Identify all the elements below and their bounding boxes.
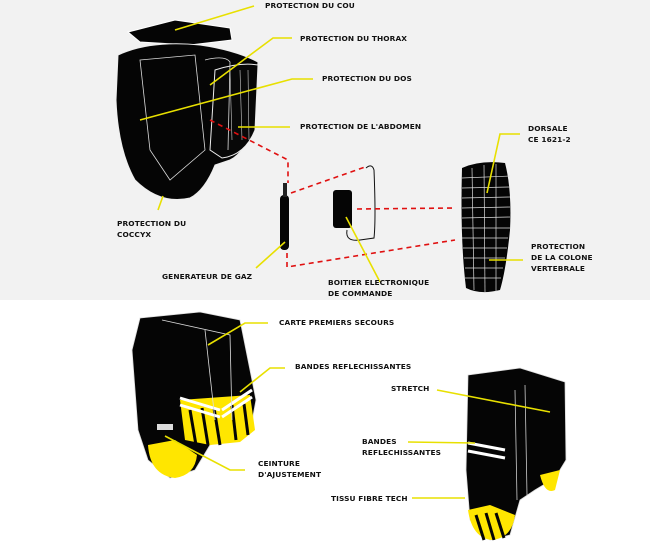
label-reflective-back-1: BANDES — [362, 437, 397, 446]
label-reflective-back-2: REFLECHISSANTES — [362, 448, 442, 457]
label-spine-3: VERTEBRALE — [531, 264, 586, 273]
inflated-airbag-illustration — [115, 19, 259, 200]
label-coccyx-2: COCCYX — [117, 230, 152, 239]
top-panel-background — [0, 0, 650, 300]
label-control-box-1: BOITIER ELECTRONIQUE — [328, 278, 430, 287]
label-spine-1: PROTECTION — [531, 242, 586, 251]
label-back-protection: PROTECTION DU DOS — [322, 74, 412, 83]
leader-lines — [139, 5, 551, 499]
label-coccyx-1: PROTECTION DU — [117, 219, 187, 228]
label-belt-1: CEINTURE — [258, 459, 300, 468]
gas-generator-illustration — [280, 183, 289, 250]
label-stretch: STRETCH — [391, 384, 430, 393]
label-first-aid-card: CARTE PREMIERS SECOURS — [279, 318, 395, 327]
label-belt-2: D'AJUSTEMENT — [258, 470, 322, 479]
label-abdomen-protection: PROTECTION DE L'ABDOMEN — [300, 122, 422, 131]
front-vest-illustration — [131, 311, 257, 479]
label-reflective-front: BANDES REFLECHISSANTES — [295, 362, 412, 371]
label-thorax-protection: PROTECTION DU THORAX — [300, 34, 408, 43]
label-neck-protection: PROTECTION DU COU — [265, 1, 355, 10]
wiring-dashed-lines — [209, 119, 456, 268]
label-gas-generator: GENERATEUR DE GAZ — [162, 272, 253, 281]
label-spine-2: DE LA COLONE — [531, 253, 593, 262]
label-dorsal-2: CE 1621-2 — [528, 135, 571, 144]
dorsal-protector-illustration — [461, 162, 511, 293]
label-dorsal-1: DORSALE — [528, 124, 568, 133]
label-control-box-2: DE COMMANDE — [328, 289, 393, 298]
label-tech-fabric: TISSU FIBRE TECH — [331, 494, 408, 503]
